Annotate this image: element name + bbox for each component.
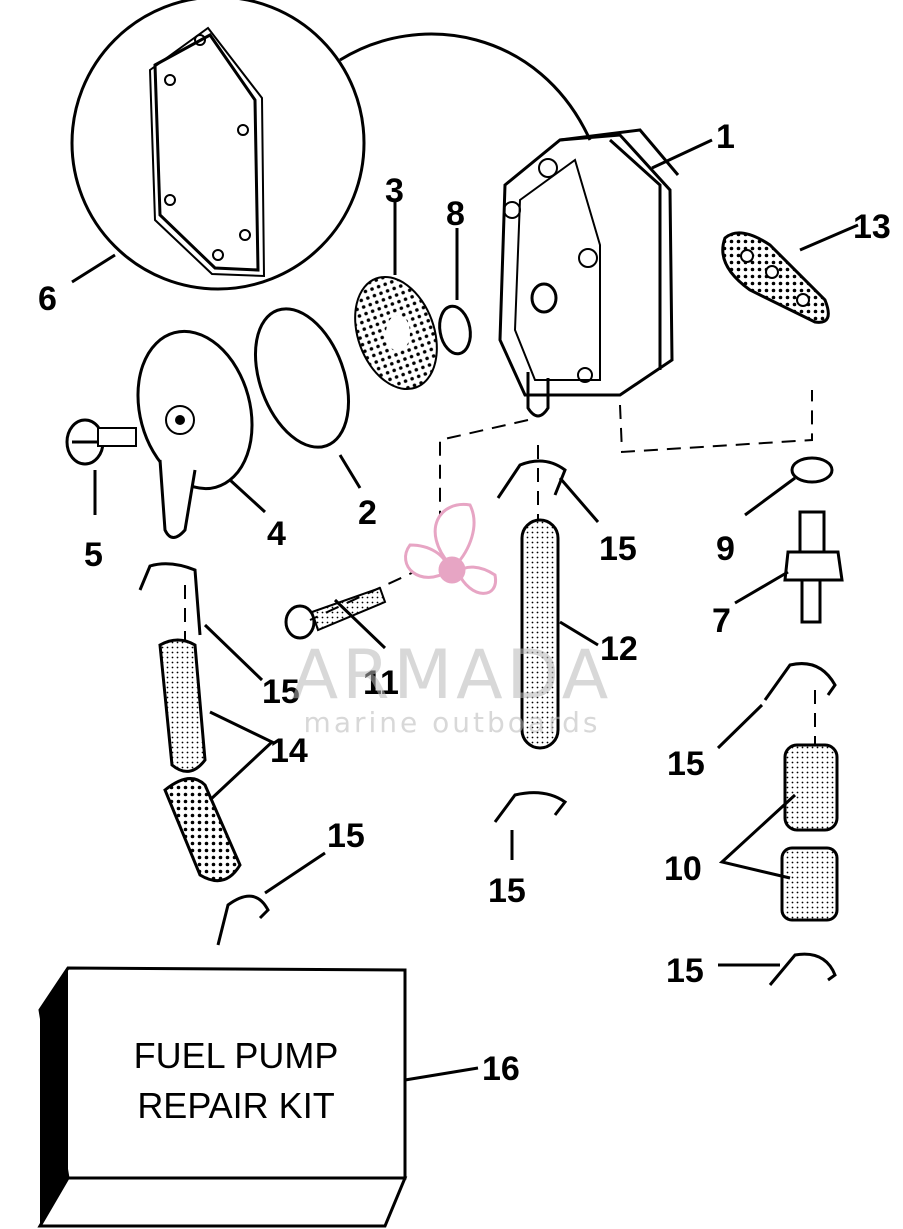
- callout-15c: 15: [667, 745, 705, 783]
- callout-15a: 15: [599, 530, 637, 568]
- callout-2: 2: [358, 494, 377, 532]
- callout-14: 14: [270, 732, 308, 770]
- callout-15b: 15: [262, 673, 300, 711]
- callout-15d: 15: [488, 872, 526, 910]
- small-o-ring: [438, 304, 472, 356]
- callout-13: 13: [853, 208, 891, 246]
- kit-label-line1: FUEL PUMP: [134, 1035, 339, 1076]
- callout-15e: 15: [327, 817, 365, 855]
- propeller-logo-icon: [404, 502, 497, 595]
- long-screw: [284, 586, 387, 640]
- callout-7: 7: [712, 602, 731, 640]
- callout-11: 11: [363, 664, 399, 702]
- callout-1: 1: [716, 118, 735, 156]
- large-o-ring: [253, 307, 351, 449]
- fuel-hose-center: [520, 518, 560, 750]
- washer: [790, 456, 834, 484]
- watermark-brand: ARMADA: [292, 636, 613, 715]
- callout-12: 12: [600, 630, 638, 668]
- callout-15f: 15: [666, 952, 704, 990]
- gasket-detail: [70, 0, 592, 291]
- callout-4: 4: [267, 515, 286, 553]
- filter-cover: [136, 329, 254, 539]
- pump-body: [498, 128, 680, 418]
- leader-lines: [71, 138, 859, 1082]
- watermark: ARMADA marine outboards: [292, 502, 613, 739]
- callout-3: 3: [385, 172, 404, 210]
- filter-screen: [354, 275, 438, 391]
- watermark-tagline: marine outboards: [304, 706, 601, 739]
- assembly-line-center: [309, 419, 529, 621]
- fuel-hoses-left: [158, 638, 242, 883]
- callout-10: 10: [664, 850, 702, 888]
- kit-label-line2: REPAIR KIT: [137, 1085, 334, 1126]
- assembly-line-right: [619, 390, 813, 454]
- callout-9: 9: [716, 530, 735, 568]
- repair-kit-box: [37, 966, 408, 1228]
- callout-5: 5: [84, 536, 103, 574]
- thumb-screw: [65, 418, 137, 466]
- callout-16: 16: [482, 1050, 520, 1088]
- hose-clamps: [138, 459, 837, 986]
- callout-6: 6: [38, 280, 57, 318]
- filter-elements: [780, 743, 839, 922]
- fuel-fitting: [783, 510, 844, 624]
- gasket-plate: [721, 231, 830, 324]
- callout-8: 8: [446, 195, 465, 233]
